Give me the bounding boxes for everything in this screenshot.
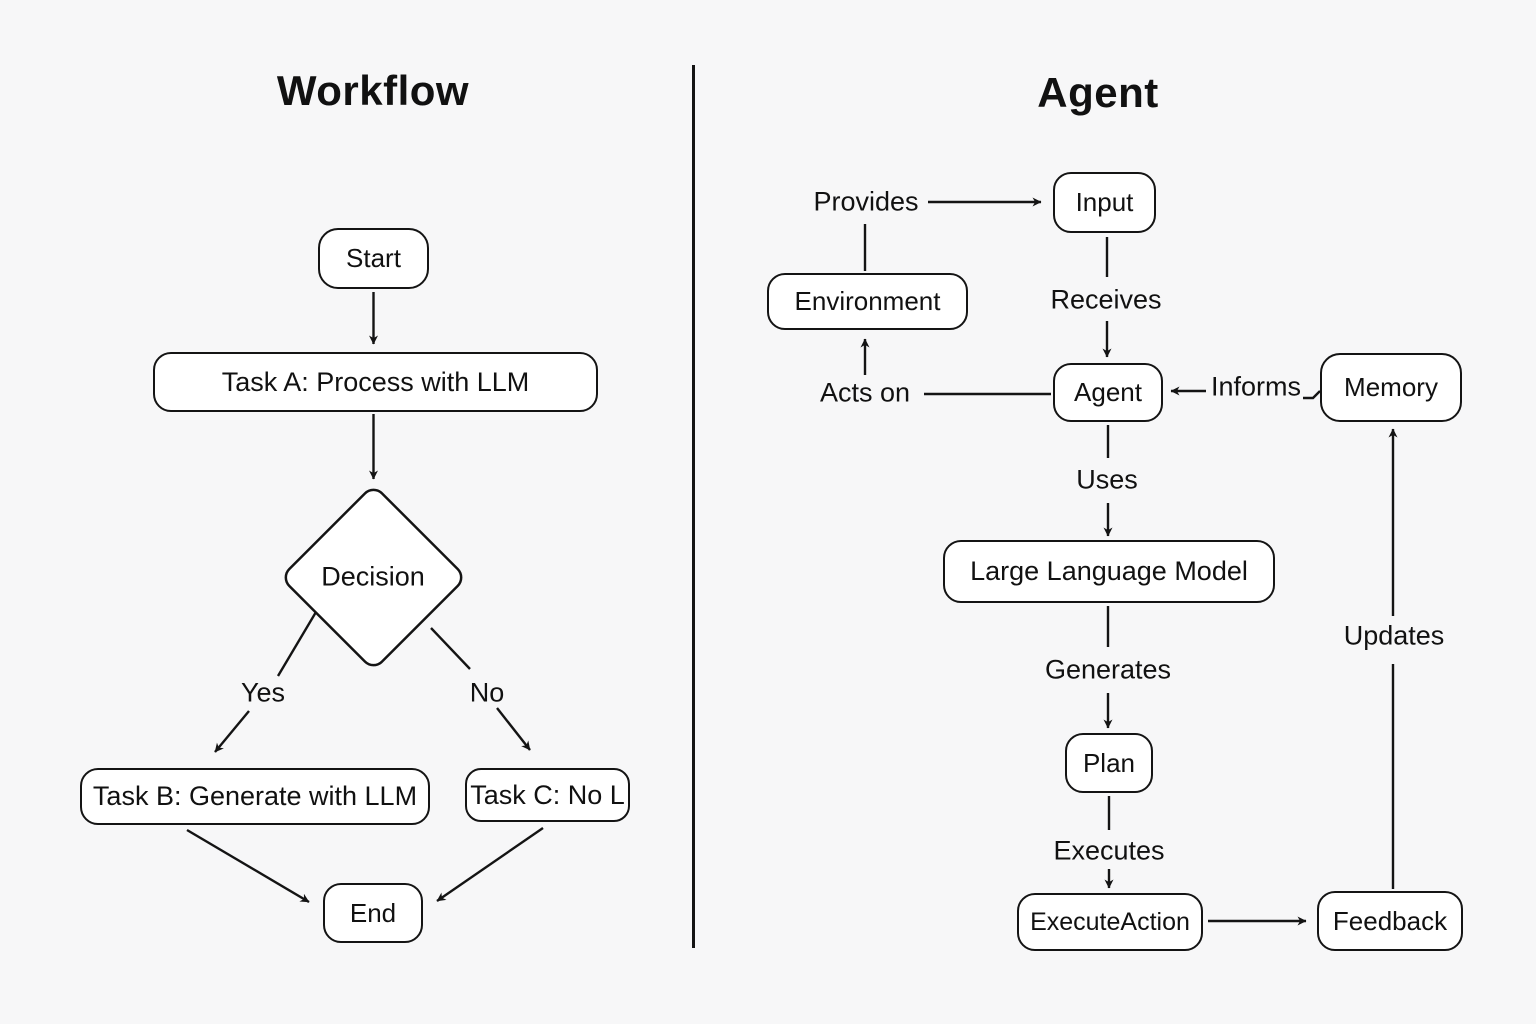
edge-label-acts-on: Acts on bbox=[819, 377, 911, 408]
edge-memory-informs-stub bbox=[1303, 390, 1321, 400]
node-memory: Memory bbox=[1320, 353, 1462, 422]
edge-label-updates: Updates bbox=[1343, 620, 1445, 651]
node-end: End bbox=[323, 883, 423, 943]
node-task-a: Task A: Process with LLM bbox=[153, 352, 598, 412]
node-feedback: Feedback bbox=[1317, 891, 1463, 951]
edge-yes-taskb bbox=[214, 710, 250, 753]
node-task-b: Task B: Generate with LLM bbox=[80, 768, 430, 825]
agent-panel-title: Agent bbox=[1037, 69, 1159, 116]
workflow-panel-title: Workflow bbox=[276, 67, 470, 114]
edge-label-executes: Executes bbox=[1053, 835, 1165, 866]
edge-taskb-end bbox=[186, 828, 310, 904]
edge-no-taskc bbox=[496, 707, 531, 751]
edge-label-uses: Uses bbox=[1076, 464, 1138, 495]
decision-diamond-shape bbox=[284, 488, 463, 667]
node-agent: Agent bbox=[1053, 363, 1163, 422]
node-input: Input bbox=[1053, 172, 1156, 233]
edge-decision-yes-upper bbox=[276, 611, 318, 677]
edge-label-generates: Generates bbox=[1044, 654, 1172, 685]
edge-label-yes: Yes bbox=[240, 677, 286, 708]
node-task-c: Task C: No L bbox=[465, 768, 630, 822]
node-start: Start bbox=[318, 228, 429, 289]
edge-label-no: No bbox=[469, 677, 505, 708]
node-execute-action: ExecuteAction bbox=[1017, 893, 1203, 951]
edge-label-informs: Informs bbox=[1210, 371, 1302, 402]
node-decision-label: Decision bbox=[321, 561, 425, 592]
edge-taskc-end bbox=[436, 827, 544, 902]
node-plan: Plan bbox=[1065, 733, 1153, 793]
node-environment: Environment bbox=[767, 273, 968, 330]
edge-label-receives: Receives bbox=[1050, 284, 1162, 315]
edge-label-provides: Provides bbox=[813, 186, 919, 217]
node-large-language-model: Large Language Model bbox=[943, 540, 1275, 603]
edge-decision-no-upper bbox=[430, 627, 471, 670]
